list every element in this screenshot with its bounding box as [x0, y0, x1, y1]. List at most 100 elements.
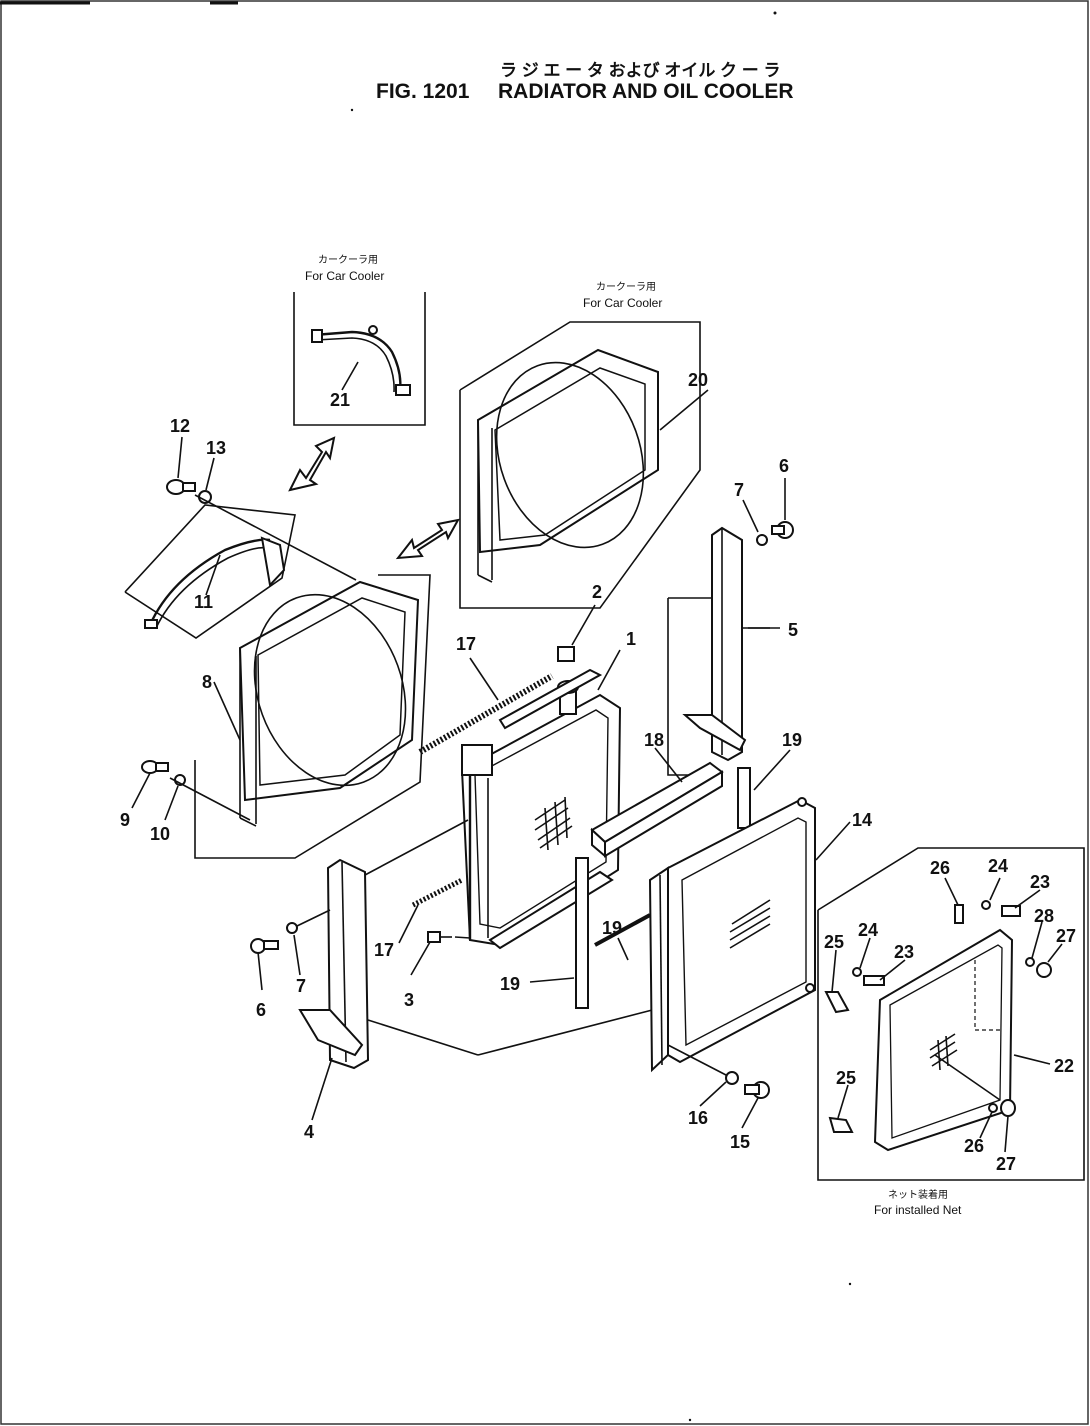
seal-17-upper: [418, 673, 554, 755]
bar-18: [590, 761, 724, 859]
fan-shroud-8: [238, 580, 420, 827]
inset-c-caption-en: For installed Net: [874, 1203, 962, 1217]
part-8-outline: [194, 574, 431, 859]
nut-27-upper: [1036, 962, 1052, 978]
callout-3: 3: [404, 990, 414, 1010]
speck: [848, 1282, 852, 1286]
leader: [934, 1054, 1001, 1101]
callout-23-left: 23: [894, 942, 914, 962]
callout-13: 13: [206, 438, 226, 458]
callout-2: 2: [592, 582, 602, 602]
callout-14: 14: [852, 810, 872, 830]
washer-28: [1025, 957, 1035, 967]
bolt-6-lower: [250, 938, 279, 954]
washer-16: [725, 1071, 739, 1085]
bolt-23-left: [863, 975, 885, 986]
net-grid: [929, 1033, 958, 1071]
hose-21: [311, 325, 411, 396]
callout-18: 18: [644, 730, 664, 750]
washer-26-lower: [988, 1103, 998, 1113]
callout-6-upper: 6: [779, 456, 789, 476]
callout-9: 9: [120, 810, 130, 830]
callout-17-lower: 17: [374, 940, 394, 960]
callout-5: 5: [788, 620, 798, 640]
bar-19-top: [737, 767, 751, 829]
cap-2: [557, 646, 575, 662]
net-22: [873, 928, 1014, 1152]
leader: [367, 1019, 479, 1056]
exchange-arrow-lower: [395, 518, 460, 560]
leader: [364, 819, 469, 876]
inset-b-caption-en: For Car Cooler: [583, 296, 662, 310]
callout-22: 22: [1054, 1056, 1074, 1076]
callout-25-upper: 25: [824, 932, 844, 952]
washer-7-upper: [756, 534, 768, 546]
callout-20: 20: [688, 370, 708, 390]
leader: [169, 777, 251, 821]
bolt-23-right: [1001, 905, 1021, 917]
callout-6-lower: 6: [256, 1000, 266, 1020]
callout-17-upper: 17: [456, 634, 476, 654]
callout-16: 16: [688, 1108, 708, 1128]
bolt-3: [427, 931, 452, 943]
figure-title: RADIATOR AND OIL COOLER: [498, 80, 794, 103]
bolt-15: [744, 1081, 770, 1099]
callout-25-lower: 25: [836, 1068, 856, 1088]
callout-26-upper: 26: [930, 858, 950, 878]
exchange-arrow-upper: [288, 436, 336, 492]
callout-24-left: 24: [858, 920, 878, 940]
bar-19-left: [575, 857, 589, 1009]
inset-c-caption-jp: ネット装着用: [888, 1188, 948, 1201]
washer-13: [198, 490, 212, 504]
callout-24-right: 24: [988, 856, 1008, 876]
inset-b-caption-jp: カークーラ用: [596, 281, 656, 293]
inset-c-outline: [817, 847, 1085, 1181]
leader: [477, 1007, 661, 1056]
bolt-9: [141, 760, 169, 774]
callout-28: 28: [1034, 906, 1054, 926]
part-11-outline: [124, 504, 296, 639]
clip-25-lower: [828, 1116, 854, 1133]
callout-15: 15: [730, 1132, 750, 1152]
speck: [688, 1418, 692, 1422]
bolt-6-upper: [771, 521, 794, 539]
inset-a-caption-jp: カークーラ用: [318, 254, 378, 266]
oil-cooler-14: [648, 797, 816, 1073]
figure-number: FIG. 1201: [376, 80, 470, 103]
speck: [773, 11, 777, 15]
bolt-12: [166, 479, 196, 495]
inset-a-caption-en: For Car Cooler: [305, 269, 384, 283]
callout-19-top: 19: [782, 730, 802, 750]
radiator-grid: [534, 796, 573, 851]
callout-27-lower: 27: [996, 1154, 1016, 1174]
callout-21: 21: [330, 390, 350, 410]
callout-19-middle: 19: [602, 918, 622, 938]
callout-23-right: 23: [1030, 872, 1050, 892]
leader: [296, 909, 331, 927]
washer-24-right: [981, 900, 991, 910]
callout-27-upper: 27: [1056, 926, 1076, 946]
inset-a-bracket: [293, 292, 426, 426]
callout-26-lower: 26: [964, 1136, 984, 1156]
clip-26-upper: [954, 904, 964, 924]
callout-19-left: 19: [500, 974, 520, 994]
callout-leaders: [131, 361, 1063, 1153]
leader: [454, 936, 471, 939]
callout-7-upper: 7: [734, 480, 744, 500]
fan-shroud-20: [476, 348, 659, 583]
callout-8: 8: [202, 672, 212, 692]
washer-7-lower: [286, 922, 298, 934]
inset-b-outline: [459, 321, 701, 609]
bar-19-short: [594, 913, 651, 947]
callout-10: 10: [150, 824, 170, 844]
callout-11: 11: [194, 592, 213, 612]
callout-numbers: 1 2 3 4 5 6 6 7 7 8 9 10 11 12 13 14 15 …: [120, 370, 1076, 1174]
callout-4: 4: [304, 1122, 314, 1142]
title-japanese: ラ ジ エ ー タ および オイル ク ー ラ: [500, 61, 781, 80]
leader: [667, 1044, 727, 1076]
callout-7-lower: 7: [296, 976, 306, 996]
stay-11: [144, 536, 286, 629]
